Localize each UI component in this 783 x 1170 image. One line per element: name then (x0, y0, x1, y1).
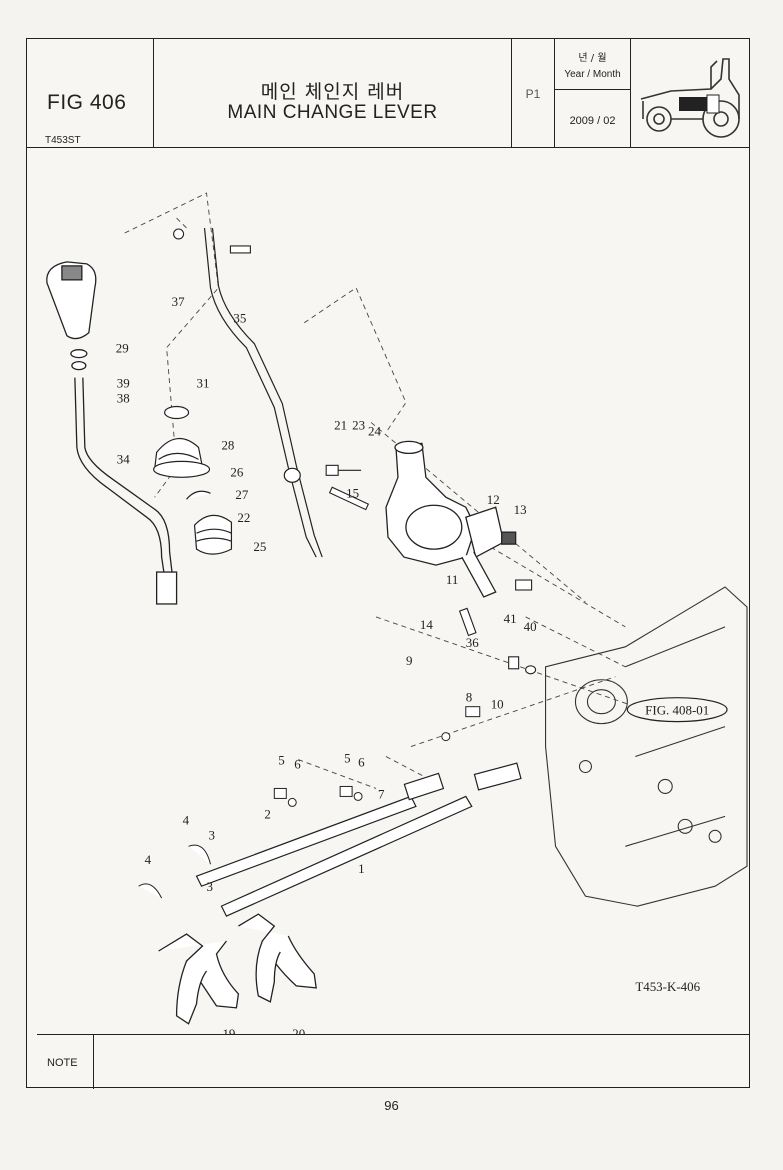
part-number-label: 3 (207, 879, 213, 894)
part-number-label: 40 (524, 619, 537, 634)
part-number-label: 31 (197, 376, 210, 391)
part-number-label: 9 (406, 653, 412, 668)
page-cell: P1 (512, 39, 555, 147)
part-number-label: 39 (117, 376, 130, 391)
title-english: MAIN CHANGE LEVER (227, 102, 438, 123)
shift-forks (158, 913, 317, 1025)
part-number-label: 4 (183, 812, 190, 827)
date-cell: 년 / 월 Year / Month 2009 / 02 (555, 39, 631, 147)
title-korean: 메인 체인지 레버 (260, 81, 405, 103)
control-rod (203, 227, 323, 558)
dust-boot (153, 405, 233, 555)
part-number-label: 20 (292, 1026, 305, 1034)
part-number-label: 38 (117, 391, 130, 406)
part-number-label: 41 (504, 611, 517, 626)
lever-housing (385, 440, 517, 598)
part-number-label: 6 (358, 755, 365, 770)
part-number-label: 23 (352, 417, 365, 432)
part-number-label: 2 (264, 806, 270, 821)
part-number-label: 12 (487, 492, 500, 507)
title-cell: 메인 체인지 레버 MAIN CHANGE LEVER (154, 39, 512, 147)
part-number-label: 1 (358, 861, 364, 876)
tractor-icon (640, 58, 740, 138)
part-number-label: 3 (208, 827, 214, 842)
part-number-label: 6 (294, 757, 301, 772)
page-label: P1 (525, 87, 541, 101)
part-number-label: 8 (466, 690, 472, 705)
ref-figure-label: FIG. 408-01 (645, 703, 709, 718)
part-number-label: 11 (446, 572, 458, 587)
part-number-label: 4 (145, 852, 152, 867)
note-row: NOTE (37, 1034, 749, 1091)
page-number: 96 (384, 1098, 399, 1113)
date-value: 2009 / 02 (569, 115, 616, 127)
part-number-label: 15 (346, 485, 359, 500)
part-number-label: 29 (116, 341, 129, 356)
part-number-label: 24 (368, 423, 381, 438)
change-lever-rod (74, 377, 178, 605)
part-number-label: 25 (253, 539, 266, 554)
shift-knob (46, 261, 97, 371)
part-number-label: 37 (172, 294, 185, 309)
part-number-label: 5 (344, 751, 350, 766)
part-number-label: 13 (514, 502, 527, 517)
figure-cell: FIG 406 T453ST (27, 39, 154, 147)
exploded-parts-diagram: FIG. 408-01 T453-K-406 12334455667891011… (46, 192, 748, 1034)
note-label: NOTE (47, 1057, 78, 1069)
detent-parts (138, 706, 481, 899)
part-number-label: 22 (237, 510, 250, 525)
drawing-code: T453-K-406 (635, 979, 700, 994)
part-number-label: 19 (222, 1026, 235, 1034)
figure-number: FIG 406 (47, 91, 127, 114)
part-number-label: 5 (278, 753, 284, 768)
part-number-label: 27 (235, 487, 248, 502)
model-code: T453ST (45, 135, 81, 146)
part-number-label: 34 (117, 451, 130, 466)
bolts (173, 228, 537, 675)
transmission-case (545, 586, 748, 907)
header: FIG 406 T453ST 메인 체인지 레버 MAIN CHANGE LEV… (27, 39, 749, 148)
part-number-label: 26 (230, 464, 243, 479)
year-month-label-en: Year / Month (564, 69, 621, 80)
ref-figure-badge (626, 697, 728, 723)
part-number-label: 7 (378, 786, 385, 801)
part-number-label: 14 (420, 617, 433, 632)
part-number-label: 21 (334, 417, 347, 432)
year-month-label-ko: 년 / 월 (578, 53, 607, 64)
part-number-label: 36 (466, 635, 479, 650)
part-number-label: 35 (233, 311, 246, 326)
parts-sheet: FIG 406 T453ST 메인 체인지 레버 MAIN CHANGE LEV… (26, 38, 750, 1091)
part-number-label: 10 (491, 697, 504, 712)
part-number-label: 28 (221, 437, 234, 452)
shift-shafts (195, 762, 522, 917)
